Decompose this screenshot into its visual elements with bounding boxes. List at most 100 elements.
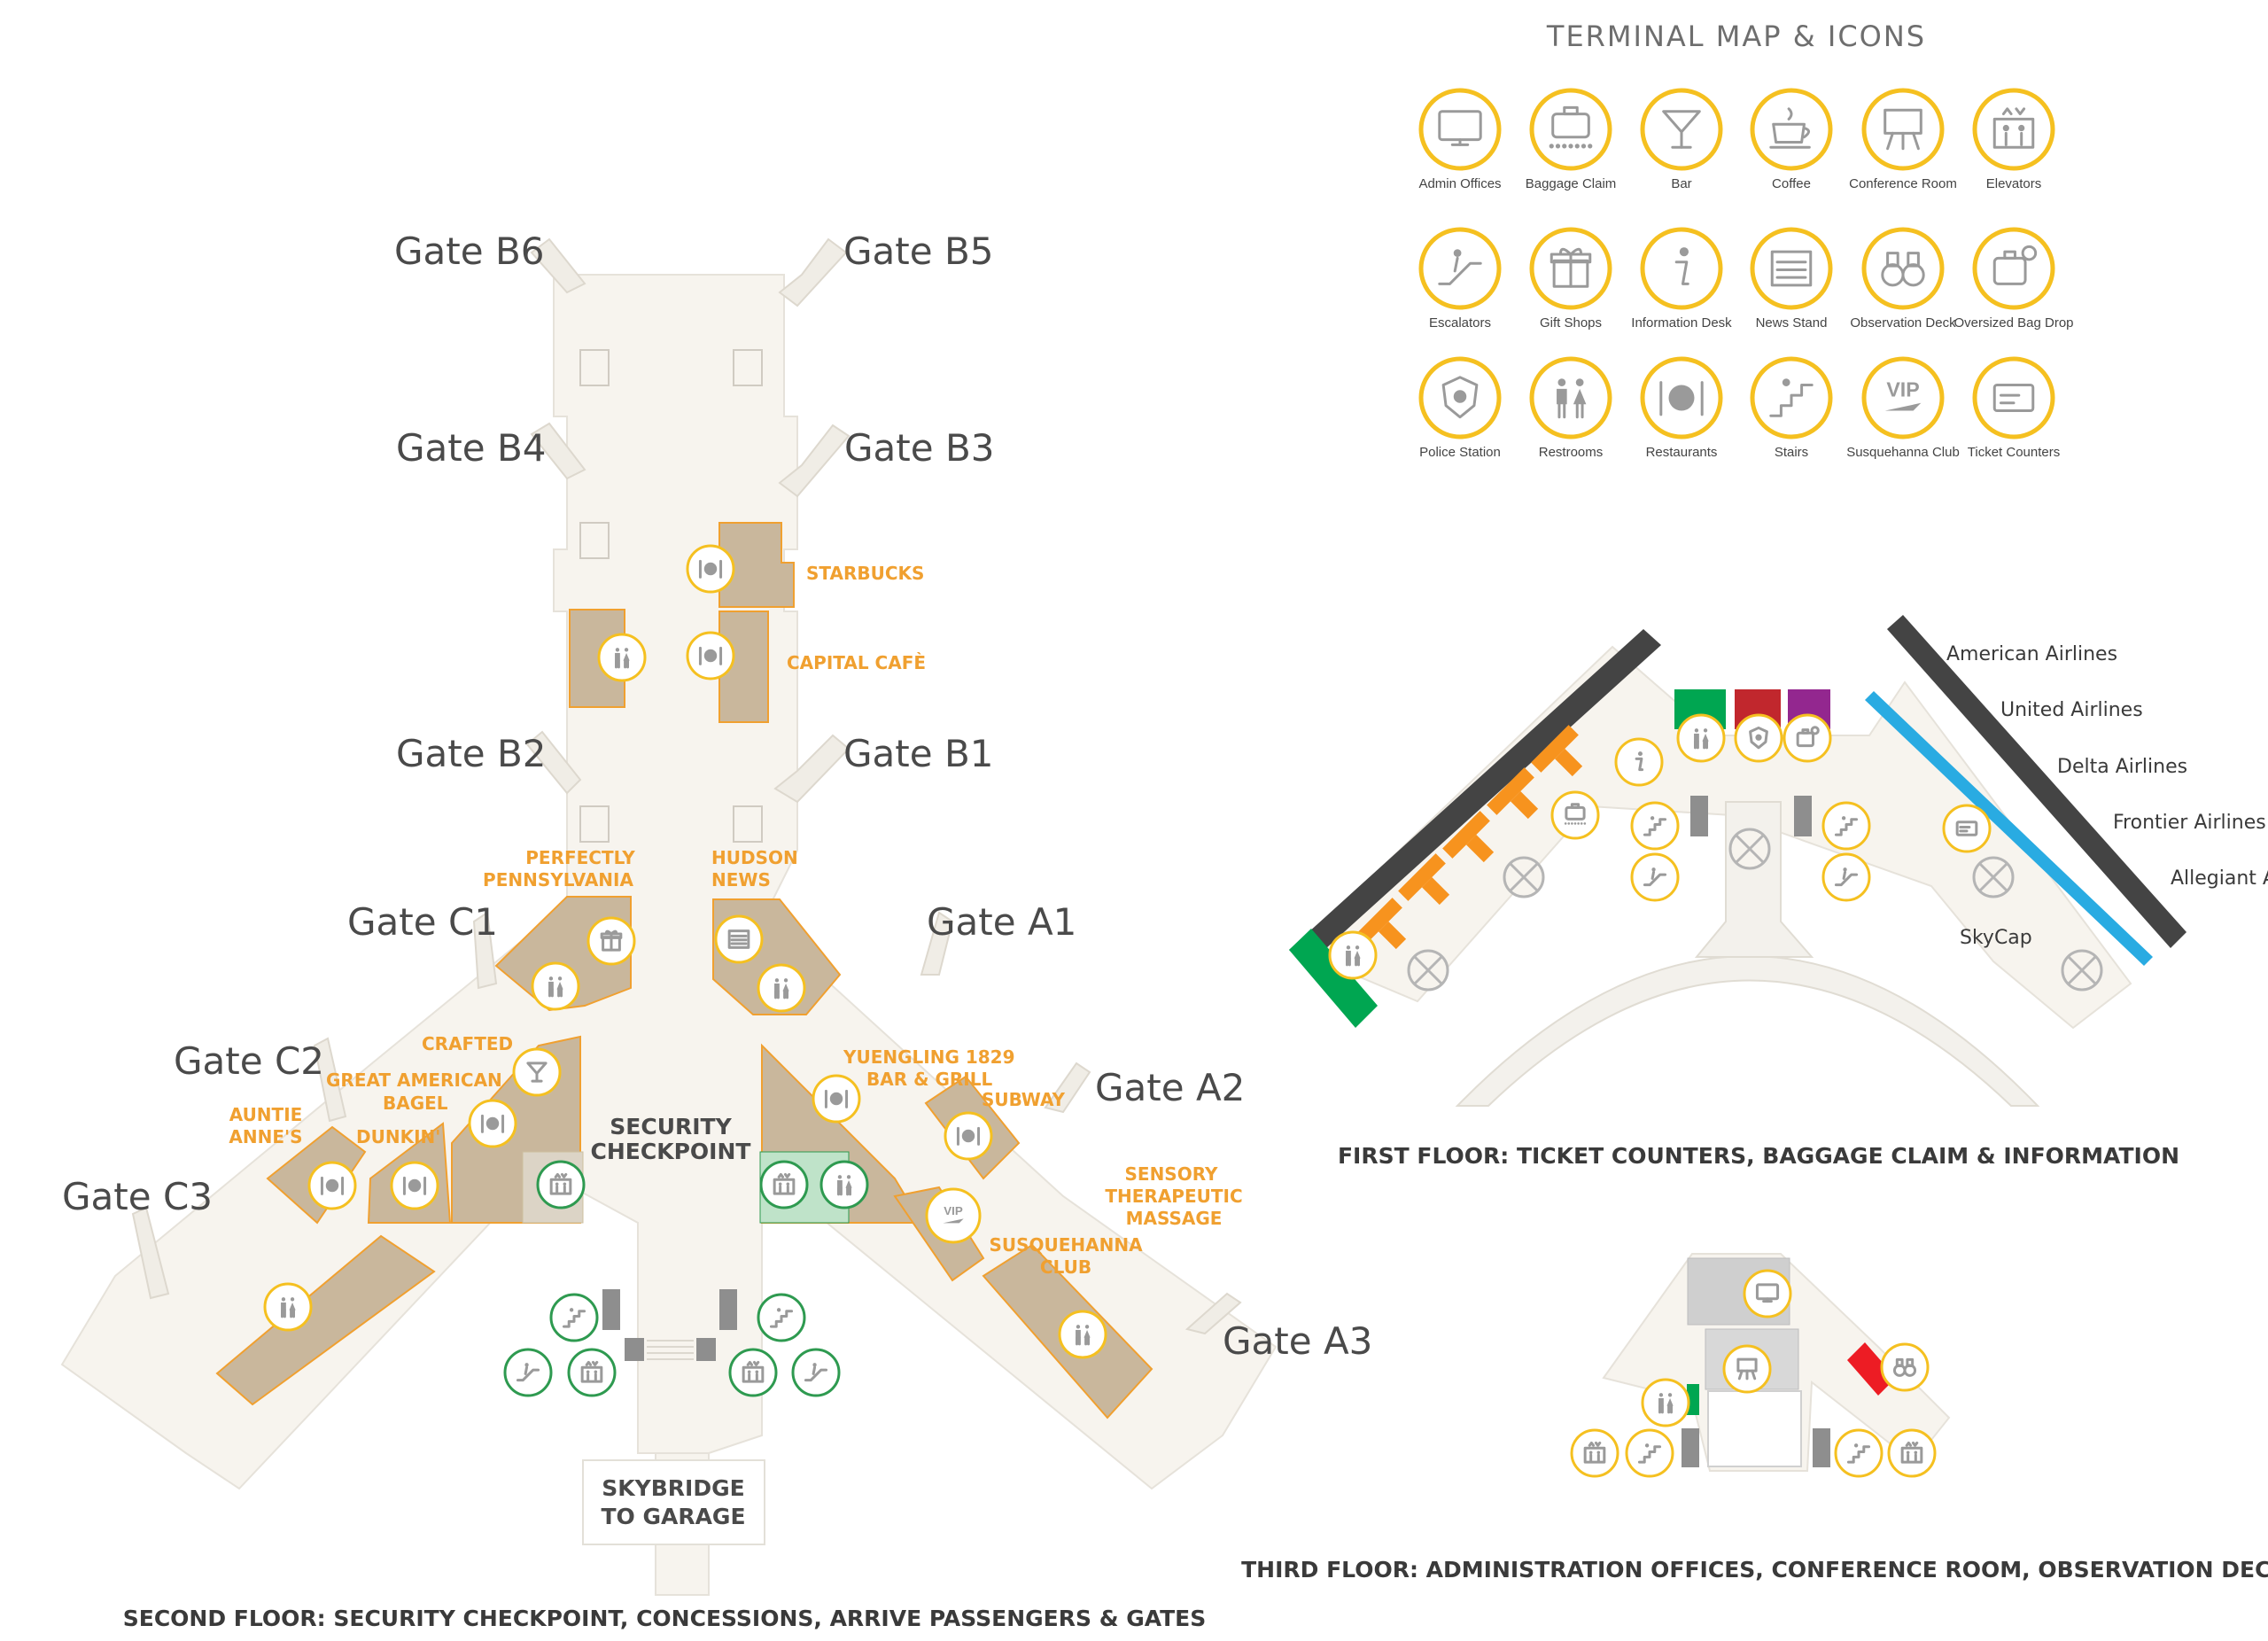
dunkin-label: DUNKIN' [356,1126,440,1147]
allegiant-wall [1887,615,2186,948]
gab-label-2: BAGEL [383,1093,448,1114]
elevators-icon [1570,1428,1619,1478]
legend-label: Elevators [1986,176,2042,191]
susquehanna-club-icon: VIP [1884,378,1922,411]
first-floor-airline-labels: American Airlines United Airlines Delta … [1946,643,2268,890]
sensory-label-3: MASSAGE [1126,1208,1223,1229]
legend-label: Admin Offices [1418,176,1501,191]
auntie-label-2: ANNE'S [229,1126,302,1147]
information-desk-icon [1674,247,1689,285]
crafted-label: CRAFTED [422,1033,513,1054]
restaurants-icon [1659,381,1704,416]
auntie-label-1: AUNTIE [229,1104,303,1125]
legend-item: Conference Room [1849,88,1957,191]
airline-label: Frontier Airlines [2113,812,2266,834]
legend-item: Restrooms [1529,356,1612,460]
legend-ring [1418,88,1502,171]
gate-c3-label: Gate C3 [62,1175,213,1218]
legend-label: Observation Deck [1850,315,1956,331]
information-desk-icon [1614,737,1664,787]
hudson-label-2: NEWS [711,869,771,890]
susq-club-label-2: CLUB [1040,1256,1091,1278]
starbucks-space [718,522,795,608]
baggage-claim-icon [1549,105,1593,149]
subway-label: SUBWAY [982,1089,1066,1110]
stairs-icon [1821,801,1871,851]
legend-label: News Stand [1756,315,1828,331]
ticket-counter [1398,853,1450,906]
oversized-bag-drop-icon [1992,245,2038,285]
skybridge-box [582,1459,765,1545]
restrooms-icon [531,961,580,1011]
c-lower-space [215,1234,436,1406]
third-floor-plan: THIRD FLOOR: ADMINISTRATION OFFICES, CON… [1241,1253,2268,1583]
bar-icon [512,1047,562,1097]
legend-label: Coffee [1772,176,1811,191]
restaurants-icon [390,1161,439,1210]
police-station-icon [1734,713,1783,763]
first-floor-plan: American Airlines United Airlines Delta … [1289,615,2268,1169]
american-airlines-wall [1289,629,1661,966]
exit-marker-icon [1728,828,1771,870]
restaurants-icon [944,1111,993,1161]
legend-label: Bar [1671,176,1691,191]
legend-ring [1972,88,2055,171]
first-floor-hall [1694,801,1814,958]
elevators-icon [1992,107,2035,149]
skybridge-label-2: TO GARAGE [601,1504,745,1529]
legend-item: Gift Shops [1529,227,1612,331]
legend-item: Elevators [1972,88,2055,191]
legend-item: Coffee [1750,88,1833,191]
elevators-icon [567,1348,617,1397]
ticket-counters [1355,725,1583,950]
legend-item: Police Station [1418,356,1502,460]
starbucks-label: STARBUCKS [806,563,924,584]
third-floor-lobby [1707,1390,1802,1467]
legend-ring [1972,356,2055,439]
legend-item: Admin Offices [1418,88,1502,191]
third-floor-green [1687,1384,1699,1415]
security-blocks [602,1289,737,1361]
legend-item: Observation Deck [1850,227,1956,331]
ticket-counter [1355,898,1407,950]
legend-label: Gift Shops [1540,315,1602,331]
legend-ring [1750,88,1833,171]
gate-c1-label: Gate C1 [347,900,498,944]
legend-ring [1529,88,1612,171]
legend-ring [1640,88,1723,171]
restrooms-icon [597,633,647,682]
restaurants-icon [307,1161,357,1210]
admin-offices-icon [1438,110,1482,146]
stairs-icon [549,1293,599,1342]
first-floor-green-block [1289,929,1378,1028]
airline-label: Delta Airlines [2057,756,2187,778]
stairs-icon [1834,1428,1884,1478]
susquehanna-club-icon: VIP [925,1187,982,1244]
first-floor-blocks [1690,796,1812,836]
legend-label: Information Desk [1631,315,1732,331]
restaurants-icon [812,1074,861,1124]
oversized-bag-drop-icon [1783,713,1832,763]
svg-text:VIP: VIP [944,1204,963,1217]
gift-shops-icon [586,916,636,966]
legend-item: Bar [1640,88,1723,191]
restaurants-icon [468,1099,517,1148]
legend-item: Information Desk [1631,227,1732,331]
escalators-icon [791,1348,841,1397]
legend-label: Conference Room [1849,176,1957,191]
sensory-label-1: SENSORY [1125,1163,1219,1185]
escalators-icon [1438,249,1482,285]
conference-room-icon [1722,1344,1772,1394]
susq-club-label-1: SUSQUEHANNA [989,1234,1143,1256]
ticket-counters-icon [1992,384,2035,412]
exit-marker-icon [2061,949,2103,992]
jetways [131,237,1242,1335]
legend-label: Baggage Claim [1526,176,1617,191]
yuengling-label-1: YUENGLING 1829 [843,1046,1015,1068]
gift-shops-icon [1550,247,1592,288]
legend-label: Susquehanna Club [1846,445,1960,460]
exit-marker-icon [1503,856,1545,898]
baggage-claim-icon [1550,790,1600,840]
